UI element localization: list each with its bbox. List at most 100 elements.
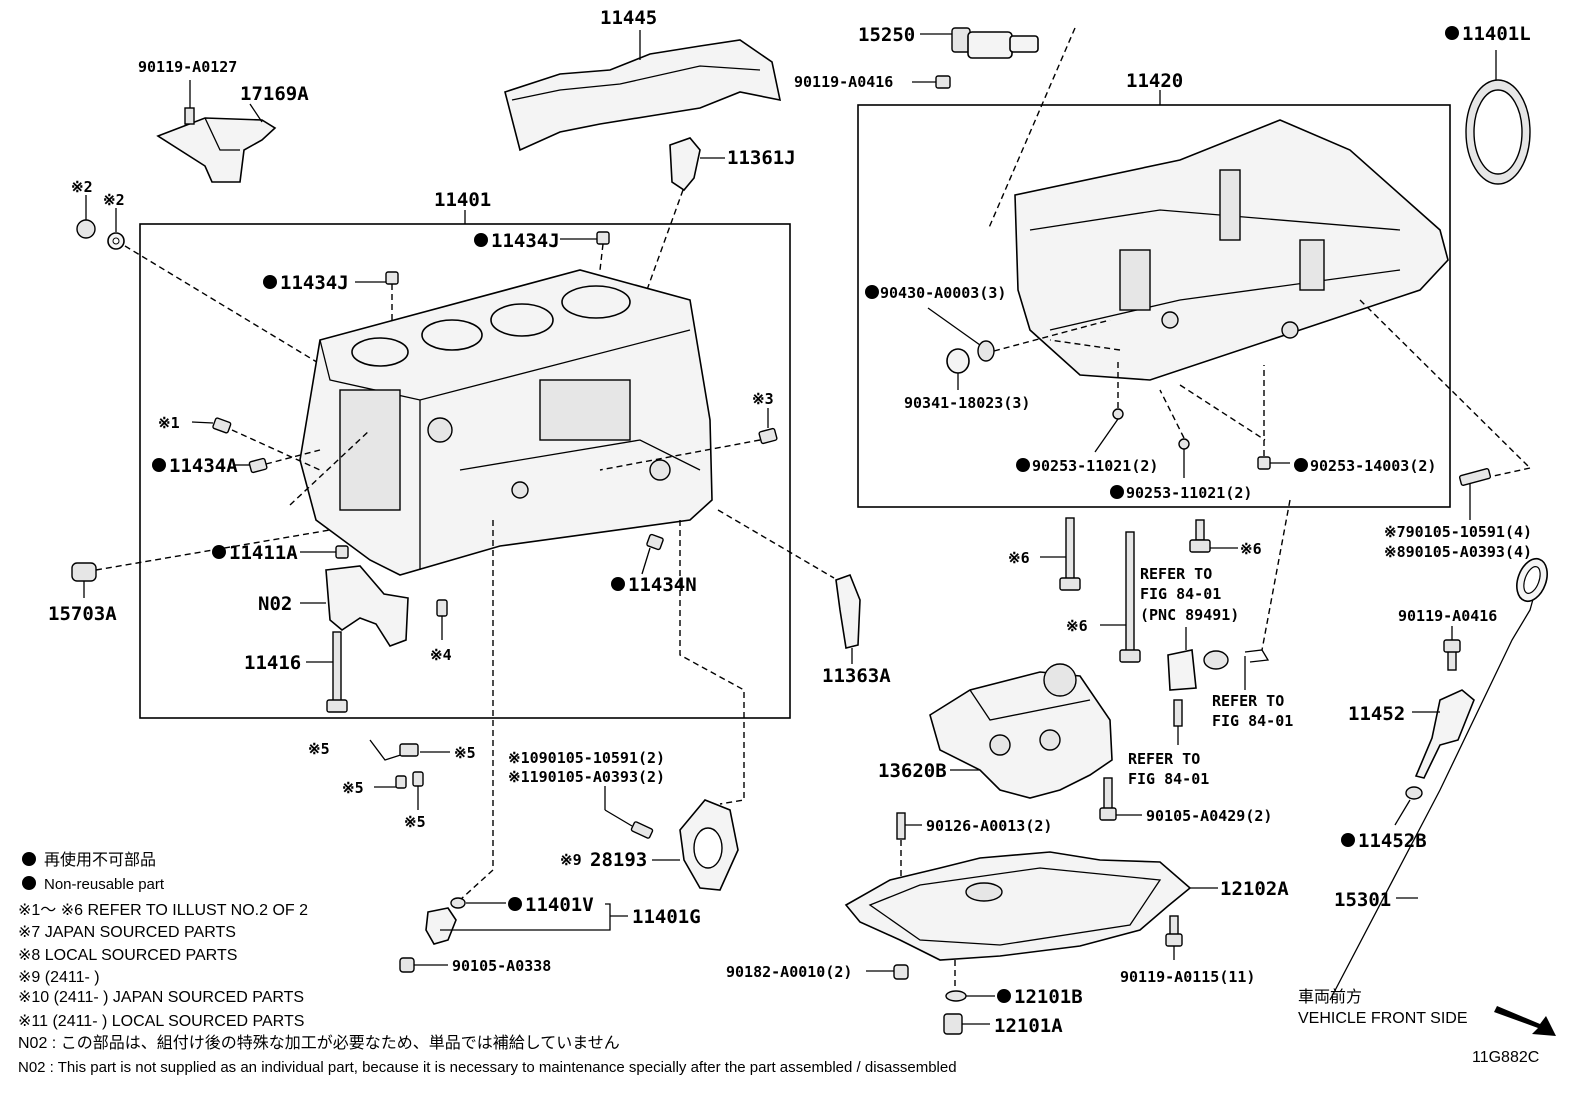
label-15250[interactable]: 15250 [858, 24, 915, 46]
label-11361j[interactable]: 11361J [727, 147, 796, 169]
bolt-x7-x8-drawing [1458, 468, 1492, 486]
pin-11434n-drawing [646, 533, 664, 551]
label-11401l[interactable]: 11401L [1462, 23, 1531, 45]
pin-11411a-drawing [335, 545, 349, 559]
legend-bullet-icon [22, 876, 36, 890]
nonreuse-bullet-icon [1341, 833, 1355, 847]
oring-refer-drawing [1203, 650, 1229, 670]
label-11434a[interactable]: 11434A [169, 455, 238, 477]
nonreuse-bullet-icon [1110, 485, 1124, 499]
label-90253-a[interactable]: 90253-11021(2) [1032, 457, 1158, 475]
pin-x1-drawing [212, 417, 232, 434]
bolt-x6-b-drawing [1195, 519, 1205, 541]
label-17169a[interactable]: 17169A [240, 83, 309, 105]
label-90182[interactable]: 90182-A0010(2) [726, 963, 852, 981]
label-11416[interactable]: 11416 [244, 652, 301, 674]
label-90119-a0416-top[interactable]: 90119-A0416 [794, 73, 893, 91]
label-90430[interactable]: 90430-A0003(3) [880, 284, 1006, 302]
label-refer1-pnc[interactable]: (PNC 89491) [1140, 606, 1239, 624]
nonreuse-bullet-icon [1016, 458, 1030, 472]
stud-90126-drawing [896, 812, 906, 840]
bolt-90119-a0416-r-drawing [1447, 649, 1457, 671]
plug-12101a-drawing [943, 1013, 963, 1035]
gasket-11361j-drawing [669, 137, 701, 192]
sensor-11401g-drawing [425, 907, 457, 945]
nut-x2-drawing [76, 219, 96, 239]
label-x5-d: ※5 [404, 813, 426, 831]
label-x6-c: ※6 [1066, 617, 1088, 635]
label-refer3-fig[interactable]: FIG 84-01 [1128, 770, 1209, 788]
label-90253-c[interactable]: 90253-14003(2) [1310, 457, 1436, 475]
label-90119-a0115[interactable]: 90119-A0115(11) [1120, 968, 1255, 986]
label-12101a[interactable]: 12101A [994, 1015, 1063, 1037]
legend-note-1-6: ※1～ ※6 REFER TO ILLUST NO.2 OF 2 [18, 902, 308, 919]
label-x10-90105[interactable]: ※1090105-10591(2) [508, 749, 665, 767]
clip-90182-drawing [893, 964, 909, 980]
bracket-17169a-drawing [156, 107, 277, 183]
label-11401v[interactable]: 11401V [525, 894, 594, 916]
label-90119-a0416-r[interactable]: 90119-A0416 [1398, 607, 1497, 625]
label-refer3[interactable]: REFER TO [1128, 750, 1200, 768]
gasket-12101b-drawing [945, 990, 967, 1002]
ball-90253-b-drawing [1178, 438, 1190, 450]
bolt-90119-a0416-drawing [935, 75, 951, 89]
pin-x4-drawing [436, 599, 448, 617]
label-90105-a0338[interactable]: 90105-A0338 [452, 957, 551, 975]
clip-refer-drawing [1244, 649, 1270, 663]
pin-x3-drawing [758, 427, 778, 445]
label-12102a[interactable]: 12102A [1220, 878, 1289, 900]
front-side-en: VEHICLE FRONT SIDE [1298, 1010, 1468, 1027]
label-12101b[interactable]: 12101B [1014, 986, 1083, 1008]
legend-bullet-icon [22, 852, 36, 866]
label-refer1[interactable]: REFER TO [1140, 565, 1212, 583]
bolt-90119-a0115-drawing [1169, 915, 1179, 937]
pin-11434j-a-drawing [596, 231, 610, 245]
label-x3: ※3 [752, 390, 774, 408]
oring-11401v-drawing [450, 897, 466, 909]
label-x8-90105[interactable]: ※890105-A0393(4) [1384, 543, 1532, 561]
legend-note-9: ※9 (2411- ) [18, 969, 100, 986]
nonreuse-bullet-icon [611, 577, 625, 591]
label-90119-a0127[interactable]: 90119-A0127 [138, 58, 237, 76]
label-15703a[interactable]: 15703A [48, 603, 117, 625]
label-n02[interactable]: N02 [258, 593, 292, 615]
label-x6-b: ※6 [1240, 540, 1262, 558]
plug-15703a-drawing [71, 562, 97, 582]
label-11445[interactable]: 11445 [600, 7, 657, 29]
label-11434n[interactable]: 11434N [628, 574, 697, 596]
label-15301[interactable]: 15301 [1334, 889, 1391, 911]
label-refer1-fig[interactable]: FIG 84-01 [1140, 585, 1221, 603]
label-11434j-a[interactable]: 11434J [491, 230, 560, 252]
label-11363a[interactable]: 11363A [822, 665, 891, 687]
label-11401[interactable]: 11401 [434, 189, 491, 211]
label-11452b[interactable]: 11452B [1358, 830, 1427, 852]
bolt-90105-a0338-drawing [399, 957, 415, 973]
label-11420[interactable]: 11420 [1126, 70, 1183, 92]
label-90126[interactable]: 90126-A0013(2) [926, 817, 1052, 835]
label-11452[interactable]: 11452 [1348, 703, 1405, 725]
label-13620b[interactable]: 13620B [878, 760, 947, 782]
valve-pnc89491-drawing [1167, 649, 1197, 691]
nonreuse-bullet-icon [152, 458, 166, 472]
nonreuse-bullet-icon [212, 545, 226, 559]
bearing-cap-n02-drawing [325, 565, 409, 647]
label-90253-b[interactable]: 90253-11021(2) [1126, 484, 1252, 502]
label-90105-a0429[interactable]: 90105-A0429(2) [1146, 807, 1272, 825]
nonreuse-bullet-icon [865, 285, 879, 299]
nonreuse-bullet-icon [263, 275, 277, 289]
label-x11-90105[interactable]: ※1190105-A0393(2) [508, 768, 665, 786]
guide-11452-drawing [1414, 689, 1475, 779]
nonreuse-bullet-icon [508, 897, 522, 911]
label-11411a[interactable]: 11411A [229, 542, 298, 564]
label-11434j-b[interactable]: 11434J [280, 272, 349, 294]
oil-pan-12102a-drawing [844, 851, 1192, 961]
label-90341[interactable]: 90341-18023(3) [904, 394, 1030, 412]
label-x7-90105[interactable]: ※790105-10591(4) [1384, 523, 1532, 541]
label-11401g[interactable]: 11401G [632, 906, 701, 928]
legend-note-11: ※11 (2411- ) LOCAL SOURCED PARTS [18, 1013, 304, 1030]
label-refer2-fig[interactable]: FIG 84-01 [1212, 712, 1293, 730]
label-28193[interactable]: 28193 [590, 849, 647, 871]
label-refer2[interactable]: REFER TO [1212, 692, 1284, 710]
